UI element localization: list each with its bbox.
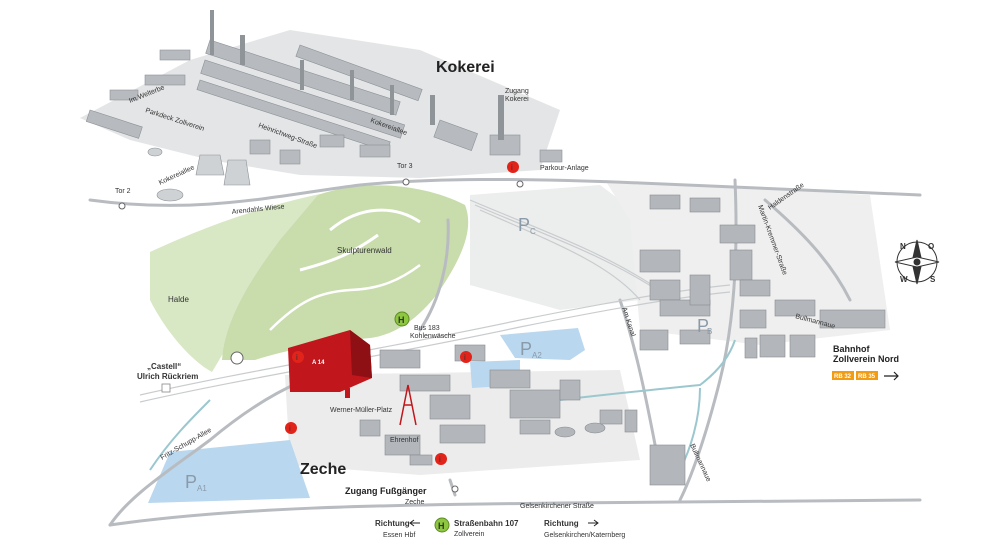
- street-am-kanal: Am Kanal: [620, 306, 636, 337]
- svg-text:A1: A1: [197, 484, 207, 493]
- arrow-left-icon: [409, 519, 420, 527]
- tram-stop-icon[interactable]: H: [434, 517, 450, 533]
- parking-pa2-label: P: [520, 339, 532, 359]
- parking-pb-label: P: [697, 316, 709, 336]
- station-arrow-icon: [884, 371, 899, 381]
- direction-left-title: Richtung: [375, 519, 410, 528]
- gate-zugang-fuss-1: Zugang Fußgänger: [345, 486, 427, 496]
- gate-tor2-label: Tor 2: [115, 188, 131, 195]
- parkour-label: Parkour-Anlage: [540, 165, 589, 172]
- gate-zugang-fuss-2: Zeche: [405, 499, 425, 506]
- bus-stop-icon[interactable]: H: [394, 311, 410, 327]
- street-kokereiallee-2: Kokereiallee: [158, 164, 196, 187]
- street-gelsenkirchener: Gelsenkirchener Straße: [520, 503, 594, 510]
- area-skulpturenwald-label: Skulpturenwald: [337, 246, 392, 255]
- svg-text:i: i: [511, 163, 513, 172]
- bus-line1: Bus 183: [414, 325, 440, 332]
- info-marker-kohlenwaesche[interactable]: i: [460, 351, 472, 363]
- svg-text:i: i: [464, 353, 466, 362]
- gate-zeche-marker[interactable]: [451, 485, 459, 493]
- gate-tor3-label: Tor 3: [397, 163, 413, 170]
- building-a14-label: A 14: [312, 360, 325, 366]
- parking-pc-label: P: [518, 215, 530, 235]
- svg-text:i: i: [296, 353, 298, 362]
- gate-tor2-marker[interactable]: [118, 202, 126, 210]
- direction-left-dest: Essen Hbf: [383, 532, 415, 539]
- compass-icon: [894, 239, 940, 285]
- svg-text:H: H: [398, 315, 405, 325]
- svg-text:H: H: [438, 521, 445, 531]
- info-marker-kokerei[interactable]: i: [507, 161, 519, 173]
- station-title: Bahnhof: [833, 344, 870, 354]
- headframe-icon: [399, 384, 417, 426]
- direction-right-title: Richtung: [544, 519, 579, 528]
- svg-text:i: i: [439, 455, 441, 464]
- info-marker-a14[interactable]: i: [292, 351, 304, 363]
- area-zeche-label: Zeche: [300, 461, 346, 478]
- street-werner-mueller: Werner-Müller-Platz: [330, 407, 393, 414]
- station-name: Zollverein Nord: [833, 354, 899, 364]
- castell-line2: Ulrich Rückriem: [137, 372, 198, 381]
- gate-kokerei-marker[interactable]: [516, 180, 524, 188]
- compass-n: N: [900, 242, 906, 251]
- gate-tor3-marker[interactable]: [402, 178, 410, 186]
- area-kokerei-label: Kokerei: [436, 59, 495, 76]
- building-a14[interactable]: [288, 330, 372, 398]
- svg-text:RB 32: RB 32: [834, 374, 852, 380]
- rail-tag-rb32: [832, 371, 854, 380]
- svg-text:RB 35: RB 35: [858, 374, 876, 380]
- castell-icon: [230, 351, 244, 365]
- svg-text:C: C: [530, 227, 536, 236]
- svg-text:A2: A2: [532, 351, 542, 360]
- compass-s: S: [930, 275, 936, 284]
- parking-pa2-area: [500, 328, 585, 360]
- gate-zugang-kokerei-1: Zugang: [505, 88, 529, 95]
- svg-text:B: B: [707, 327, 712, 336]
- street-ehrenhof: Ehrenhof: [390, 437, 418, 444]
- svg-text:i: i: [289, 424, 291, 433]
- compass-o: O: [928, 242, 934, 251]
- tram-line2: Zollverein: [454, 531, 484, 538]
- parking-pa1-label: P: [185, 472, 197, 492]
- info-marker-zeche[interactable]: i: [435, 453, 447, 465]
- arrow-right-icon: [588, 519, 599, 527]
- area-halde-label: Halde: [168, 295, 189, 304]
- info-marker-west[interactable]: i: [285, 422, 297, 434]
- gate-zugang-kokerei-2: Kokerei: [505, 96, 529, 103]
- compass-w: W: [900, 275, 908, 284]
- rail-tag-rb35: [856, 371, 878, 380]
- bus-line2: Kohlenwäsche: [410, 333, 456, 340]
- castell-line1: „Castell“: [147, 362, 181, 371]
- tram-line1: Straßenbahn 107: [454, 519, 519, 528]
- direction-right-dest: Gelsenkirchen/Katernberg: [544, 532, 625, 539]
